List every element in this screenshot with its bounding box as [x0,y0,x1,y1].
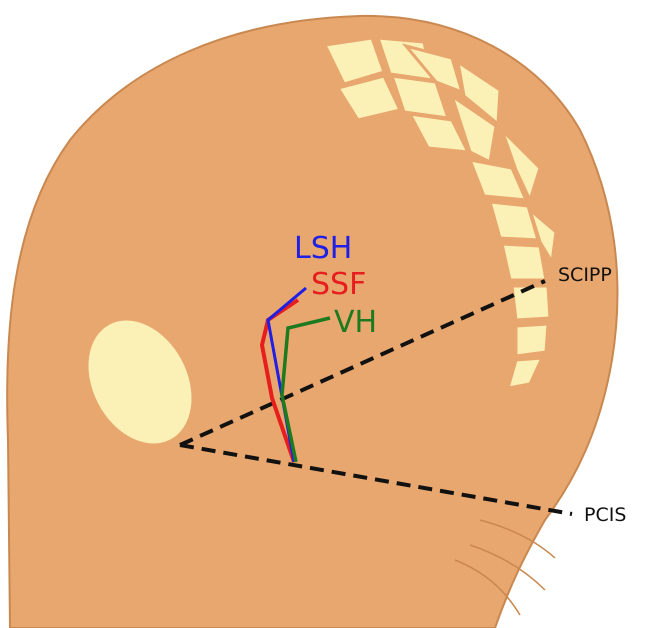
vh-label: VH [334,305,377,340]
pcis-label: PCIS [584,504,626,526]
ssf-label: SSF [311,267,366,302]
lsh-label: LSH [294,231,352,266]
scipp-label: SCIPP [558,264,612,286]
